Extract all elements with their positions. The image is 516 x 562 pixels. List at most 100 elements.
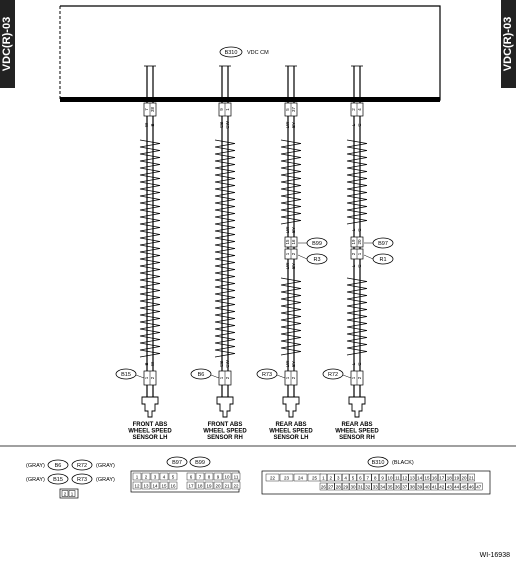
large-connector-cell (342, 473, 350, 482)
large-connector-pin: 35 (387, 485, 393, 490)
large-connector-cell (453, 482, 461, 491)
large-connector-pin: 25 (312, 476, 318, 481)
medium-connector-cell (231, 472, 241, 481)
medium-connector-pin: 14 (152, 484, 158, 489)
medium-connector-cell (168, 472, 178, 481)
sensor-label: SENSOR LH (273, 435, 308, 441)
medium-connector-pin: 20 (215, 484, 221, 489)
twisted-pair-shield (214, 139, 236, 358)
twisted-pair-shield (346, 139, 368, 225)
large-connector-pin: 1 (322, 476, 325, 481)
sensor-connector-id-outline (322, 368, 344, 380)
legend-connector-id: B310 (372, 460, 385, 466)
figure-id: WI-16938 (479, 552, 510, 559)
large-connector-cell (327, 482, 335, 491)
large-connector-cell (445, 482, 453, 491)
large-connector-cell (327, 473, 335, 482)
cm-pin-box-pin: 4 (357, 108, 362, 111)
medium-connector-cell (159, 481, 169, 490)
large-connector-cell (438, 473, 446, 482)
large-connector-pin: 23 (284, 476, 290, 481)
medium-connector-pin: 13 (143, 484, 149, 489)
medium-connector-cell (195, 481, 205, 490)
inline-wire-color: LW (285, 262, 290, 269)
large-connector-pin: 40 (424, 485, 430, 490)
module-bottom-bar (60, 97, 440, 102)
large-connector-pin: 42 (439, 485, 445, 490)
sensor-wire-color: LW (285, 360, 290, 367)
large-connector-pin: 27 (328, 485, 334, 490)
sensor-pin-box-pin: 1 (219, 376, 224, 379)
inline-top-pins-pin: 20 (357, 239, 362, 245)
medium-connector-cell (186, 472, 196, 481)
medium-connector-cell (204, 472, 214, 481)
section-tab-left: VDC(R)-03 (0, 0, 15, 88)
large-connector-pin: 7 (367, 476, 370, 481)
legend-connector-id-outline (71, 473, 93, 485)
sensor-wire-color: B (144, 362, 149, 365)
small-connector-pin: 2 (64, 492, 67, 497)
large-connector-cell (319, 473, 328, 482)
large-connector-pin: 5 (352, 476, 355, 481)
large-connector-cell (334, 473, 342, 482)
large-connector-pin: 21 (469, 476, 475, 481)
sensor-pin-box-pin: 2 (291, 376, 296, 379)
large-connector-cell (393, 473, 402, 482)
cm-pin-box-pin: 7 (144, 108, 149, 111)
medium-connector-cell (141, 472, 151, 481)
sensor-connector-id-outline (190, 368, 212, 380)
medium-connector-pin: 1 (136, 475, 139, 480)
large-connector-cell (467, 482, 476, 491)
large-connector-pin: 45 (461, 485, 467, 490)
large-connector-pin: 26 (321, 485, 327, 490)
wire-color-label: GW (225, 120, 230, 129)
sensor-pin-box-pin: 1 (144, 376, 149, 379)
large-connector-pin: 20 (461, 476, 467, 481)
sensor-label: WHEEL SPEED (269, 429, 313, 435)
large-connector-pin: 47 (476, 485, 482, 490)
legend-color: (GRAY) (26, 477, 45, 483)
legend-connector-id: B6 (55, 463, 62, 469)
wheel-speed-sensor-icon (216, 396, 234, 418)
large-connector-pin: 30 (350, 485, 356, 490)
wire-color-label: BY (291, 122, 296, 128)
medium-connector-cell (195, 472, 205, 481)
sensor-label: FRONT ABS (133, 422, 168, 428)
large-connector-cell (475, 482, 483, 491)
legend-color: (GRAY) (96, 463, 115, 469)
large-connector-cell (364, 482, 372, 491)
medium-connector-pin: 6 (190, 475, 193, 480)
medium-connector-cell (222, 481, 232, 490)
inline-bottom-pins-pin: 2 (291, 252, 296, 255)
large-connector-pin: 24 (298, 476, 304, 481)
sensor-wire-color: BY (291, 361, 296, 367)
legend-color: (GRAY) (96, 477, 115, 483)
inline-wire-color: L (351, 228, 356, 231)
twisted-pair-shield (139, 139, 161, 358)
large-connector-pin: 4 (344, 476, 347, 481)
medium-connector-pin: 19 (206, 484, 212, 489)
large-connector-pin: 37 (402, 485, 408, 490)
cm-pin-box-pin: 38 (150, 107, 155, 113)
medium-connector-pin: 11 (234, 475, 239, 480)
large-connector-pin: 16 (432, 476, 438, 481)
large-connector-pin: 38 (410, 485, 416, 490)
wire-color-label: B (150, 123, 155, 126)
large-connector-pin: 11 (395, 476, 400, 481)
large-connector-pin: 33 (373, 485, 379, 490)
wheel-speed-sensor-icon (282, 396, 300, 418)
cm-pin-box-pin: 1 (225, 108, 230, 111)
inline-connector-id: R1 (379, 257, 386, 263)
large-connector-cell (408, 473, 416, 482)
large-connector-cell (364, 473, 372, 482)
inline-wire-color: BY (291, 263, 296, 269)
small-connector-pin: 1 (71, 492, 74, 497)
wheel-speed-sensor-icon (141, 396, 159, 418)
medium-connector-pin: 12 (134, 484, 140, 489)
medium-connector-pin: 2 (145, 475, 148, 480)
medium-connector-cell (159, 472, 169, 481)
large-connector-cell (467, 473, 476, 482)
medium-connector-cell (204, 481, 214, 490)
